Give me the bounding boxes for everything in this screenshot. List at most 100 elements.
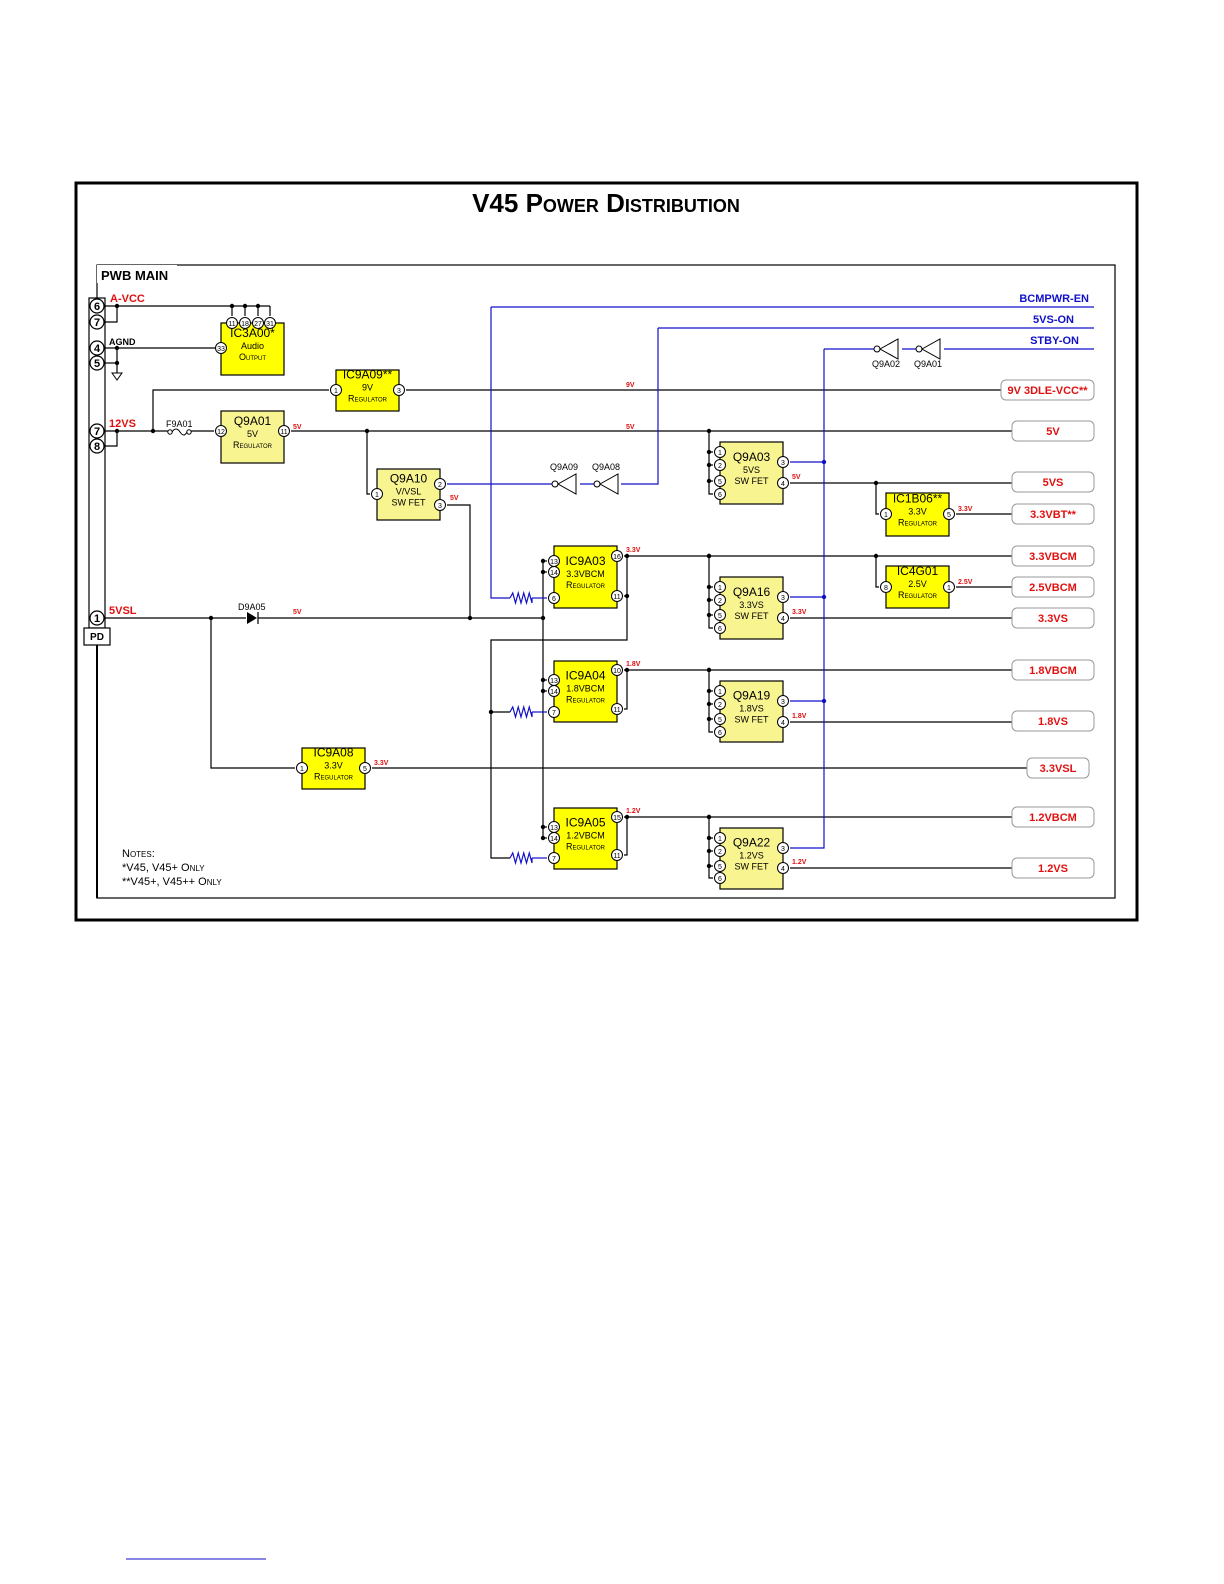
- component-ref: Q9A10: [390, 472, 428, 486]
- component-ref: Q9A01: [234, 414, 272, 428]
- voltage-tag: 5V: [626, 424, 635, 431]
- note-line: *V45, V45+ Only: [122, 862, 205, 874]
- component-function: Regulator: [314, 772, 354, 782]
- component-ref: IC9A09**: [343, 368, 393, 382]
- voltage-tag: 3.3V: [374, 760, 389, 767]
- component-value: 5V: [247, 429, 258, 439]
- pin-number: 5: [718, 717, 722, 724]
- output-33vbcm: 3.3VBCM: [1011, 545, 1095, 567]
- pin-circle: [943, 508, 955, 520]
- inverter-label-q9a02: Q9A02: [872, 359, 900, 369]
- pin-circle: [548, 852, 560, 864]
- output-label: 3.3VBT**: [1030, 509, 1077, 521]
- pin-number: 11: [280, 429, 287, 436]
- pin-number: 2: [438, 482, 442, 489]
- voltage-tag: 5V: [293, 424, 302, 431]
- output-connector: [1011, 420, 1095, 442]
- component-body: [719, 441, 784, 505]
- pin-circle: [714, 488, 726, 500]
- pin-number: 6: [718, 876, 722, 883]
- component-value: 3.3VS: [739, 600, 764, 610]
- pin-circle: [611, 811, 623, 823]
- pin-circle: [611, 849, 623, 861]
- control-line: [790, 349, 825, 849]
- pin-circle: [548, 706, 560, 718]
- output-label: 3.3VBCM: [1029, 551, 1077, 563]
- pin-circle: [714, 860, 726, 872]
- output-12vs: 1.2VS: [1011, 857, 1095, 879]
- output-connector: [1011, 471, 1095, 493]
- component-value: 1.2VBCM: [566, 831, 605, 841]
- junction-dot: [821, 459, 827, 465]
- pin-circle: [548, 592, 560, 604]
- output-9v: 9V 3DLE-VCC**: [1000, 379, 1095, 401]
- wire: [708, 670, 713, 733]
- pin-number: 1: [718, 585, 722, 592]
- signal-label-stby-on: STBY-ON: [1030, 335, 1079, 347]
- connector-pin: [89, 355, 105, 371]
- output-25vbcm: 2.5VBCM: [1011, 576, 1095, 598]
- component-body: [553, 545, 618, 609]
- output-label: 5V: [1046, 426, 1060, 438]
- output-connector: [1011, 576, 1095, 598]
- output-connector: [1011, 545, 1095, 567]
- component-ref: IC9A04: [565, 669, 605, 683]
- connector-pin-number: 7: [94, 426, 100, 438]
- pin-number: 5: [363, 766, 367, 773]
- output-connector: [1000, 379, 1095, 401]
- signal-label-bcmpwr-en: BCMPWR-EN: [1019, 293, 1089, 305]
- pin-circle: [548, 566, 560, 578]
- component-function: Output: [239, 352, 266, 362]
- pin-circle: [714, 446, 726, 458]
- pin-number: 6: [552, 596, 556, 603]
- ground-icon: [111, 372, 123, 381]
- pin-number: 15: [613, 815, 621, 822]
- output-connector: [1011, 659, 1095, 681]
- output-label: 1.2VS: [1038, 863, 1068, 875]
- voltage-tag: 9V: [626, 382, 635, 389]
- pin-circle: [714, 872, 726, 884]
- page-title: V45 Power Distribution: [472, 188, 740, 218]
- component-ref: Q9A03: [733, 450, 771, 464]
- wire: [624, 670, 628, 710]
- net-label-agnd: AGND: [109, 337, 136, 347]
- pin-circle: [393, 384, 405, 396]
- connector-pin: [89, 298, 105, 314]
- fuse-icon: [167, 429, 173, 435]
- pin-circle: [777, 695, 789, 707]
- pin-circle: [434, 478, 446, 490]
- pin-circle: [714, 609, 726, 621]
- control-line: [490, 307, 510, 599]
- output-5v: 5V: [1011, 420, 1095, 442]
- fuse-icon: [171, 428, 188, 436]
- component-function: SW FET: [735, 715, 769, 725]
- component-function: Regulator: [566, 842, 606, 852]
- pin-number: 5: [718, 864, 722, 871]
- component-function: SW FET: [735, 862, 769, 872]
- pin-number: 7: [552, 856, 556, 863]
- output-label: 1.2VBCM: [1029, 812, 1077, 824]
- component-body: [376, 468, 441, 521]
- component-body: [719, 680, 784, 743]
- wire: [624, 556, 628, 597]
- inverter-icon: [920, 338, 941, 360]
- junction-dot: [467, 615, 473, 621]
- pin-circle: [714, 832, 726, 844]
- pin-circle: [252, 317, 264, 329]
- pin-number: 33: [217, 346, 225, 353]
- pin-number: 16: [613, 554, 621, 561]
- connector-pin-number: 5: [94, 358, 100, 370]
- pin-number: 3: [781, 460, 785, 467]
- net-label-5vsl: 5VSL: [109, 605, 137, 617]
- component-ref: IC4G01: [897, 564, 939, 578]
- pin-number: 27: [254, 321, 262, 328]
- connector-pin-number: 1: [94, 613, 100, 625]
- component-value: 3.3VBCM: [566, 569, 605, 579]
- pin-circle: [278, 425, 290, 437]
